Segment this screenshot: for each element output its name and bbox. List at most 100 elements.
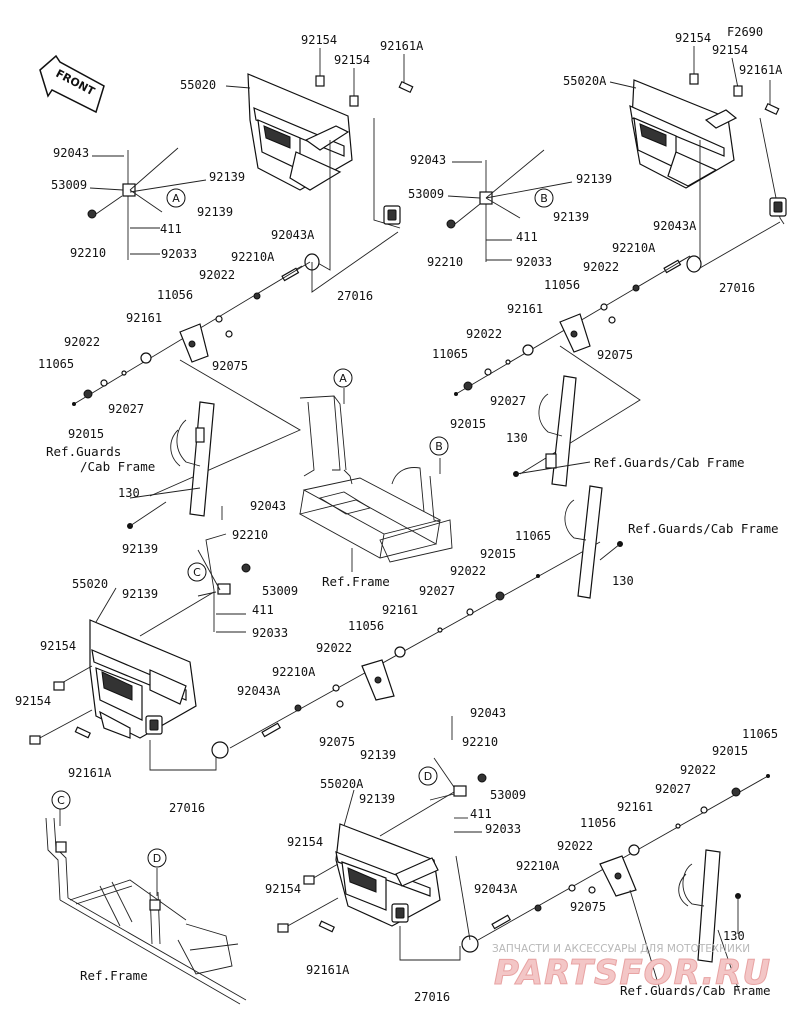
part-number-label: 92015: [450, 417, 486, 431]
part-number-label: 11065: [742, 727, 778, 741]
leader-lines: [89, 81, 637, 827]
frame-center: [298, 388, 453, 572]
part-number-label: 92043A: [653, 219, 697, 233]
part-number-label: 11065: [432, 347, 468, 361]
pin-92161a: [398, 54, 414, 94]
part-number-label: 92139: [122, 587, 158, 601]
part-number-label: 92022: [64, 335, 100, 349]
part-number-label: 92033: [161, 247, 197, 261]
part-number-label: 92027: [419, 584, 455, 598]
part-number-label: 92139: [553, 210, 589, 224]
part-number-label: 11056: [544, 278, 580, 292]
part-number-label: 92139: [359, 792, 395, 806]
callouts: A B C D A B C D: [51, 188, 554, 868]
part-number-label: 92043A: [474, 882, 518, 896]
part-number-label: 92154: [15, 694, 51, 708]
part-number-label: 411: [160, 222, 182, 236]
part-number-label: 130: [723, 929, 745, 943]
reference-label: Ref.Frame: [80, 968, 148, 983]
callout-circle: C: [187, 562, 207, 582]
part-number-label: 92154: [287, 835, 323, 849]
part-number-label: 92015: [712, 744, 748, 758]
callout-circle: B: [429, 436, 449, 456]
part-number-label: 92161: [617, 800, 653, 814]
part-number-label: 130: [118, 486, 140, 500]
front-arrow-icon: FRONT: [39, 54, 105, 114]
part-number-label: 92161A: [68, 766, 112, 780]
part-number-label: 92043: [250, 499, 286, 513]
part-number-label: 92027: [655, 782, 691, 796]
callout-circle: D: [147, 848, 167, 868]
part-number-label: 92154: [301, 33, 337, 47]
part-number-label: 55020: [72, 577, 108, 591]
reference-label: Ref.Guards: [46, 444, 121, 459]
part-number-label: 92161: [507, 302, 543, 316]
assembly-middle-left: [29, 485, 623, 771]
assembly-top-right: [446, 46, 787, 487]
callout-letter: A: [339, 372, 347, 385]
lamp-housing-55020: [247, 73, 353, 191]
reference-label: Ref.Guards/Cab Frame: [628, 521, 779, 536]
part-number-label: 92043A: [237, 684, 281, 698]
part-number-label: 11056: [157, 288, 193, 302]
part-number-label: 92154: [675, 31, 711, 45]
part-number-label: 11056: [580, 816, 616, 830]
part-number-label: 92210A: [516, 859, 560, 873]
part-number-label: 92210A: [231, 250, 275, 264]
part-number-label: 92210A: [272, 665, 316, 679]
part-number-label: 92022: [316, 641, 352, 655]
callout-letter: A: [172, 192, 180, 205]
part-number-label: 92139: [197, 205, 233, 219]
part-number-label: 92043: [470, 706, 506, 720]
part-number-label: 27016: [414, 990, 450, 1004]
part-number-label: 92033: [252, 626, 288, 640]
part-number-label: 92161: [382, 603, 418, 617]
part-number-label: 92075: [570, 900, 606, 914]
reference-label: Ref.Frame: [322, 574, 390, 589]
part-number-label: 92154: [265, 882, 301, 896]
part-number-label: 130: [612, 574, 634, 588]
reference-label: Ref.Guards/Cab Frame: [620, 983, 771, 998]
part-number-label: 92027: [108, 402, 144, 416]
callout-letter: C: [57, 794, 65, 807]
figure-code: F2690: [727, 25, 763, 39]
part-number-label: 53009: [490, 788, 526, 802]
part-number-label: 92015: [480, 547, 516, 561]
part-number-label: 92033: [516, 255, 552, 269]
part-number-label: 92075: [597, 348, 633, 362]
callout-circle: D: [418, 766, 438, 786]
callout-circle: A: [333, 368, 353, 388]
reference-label: Ref.Guards/Cab Frame: [594, 455, 745, 470]
part-number-label: 55020: [180, 78, 216, 92]
callout-circle: B: [534, 188, 554, 208]
part-number-label: 92043A: [271, 228, 315, 242]
assembly-lower-right: [277, 716, 770, 995]
part-number-label: 92022: [680, 763, 716, 777]
part-number-label: 92075: [319, 735, 355, 749]
part-number-label: 92022: [450, 564, 486, 578]
watermark: ЗАПЧАСТИ И АКСЕССУАРЫ ДЛЯ МОТОТЕХНИКИ PA…: [492, 943, 771, 994]
part-number-label: 55020A: [563, 74, 607, 88]
part-number-label: 27016: [719, 281, 755, 295]
part-number-label: 92022: [466, 327, 502, 341]
part-labels: 921549215492161A550209204392139530099213…: [15, 31, 783, 1004]
part-number-label: 92210A: [612, 241, 656, 255]
callout-letter: C: [193, 566, 201, 579]
part-number-label: 92033: [485, 822, 521, 836]
part-number-label: 92161A: [306, 963, 350, 977]
part-number-label: 92210: [70, 246, 106, 260]
part-number-label: 411: [252, 603, 274, 617]
part-number-label: 53009: [408, 187, 444, 201]
part-number-label: 92161: [126, 311, 162, 325]
lamp-housing-55020a: [629, 79, 738, 189]
part-number-label: 92139: [576, 172, 612, 186]
callout-letter: D: [424, 770, 432, 783]
callout-letter: B: [435, 440, 443, 453]
part-number-label: 92154: [712, 43, 748, 57]
callout-circle: A: [166, 188, 186, 208]
part-number-label: 411: [470, 807, 492, 821]
bolt-92154: [315, 48, 359, 107]
part-number-label: 92161A: [380, 39, 424, 53]
